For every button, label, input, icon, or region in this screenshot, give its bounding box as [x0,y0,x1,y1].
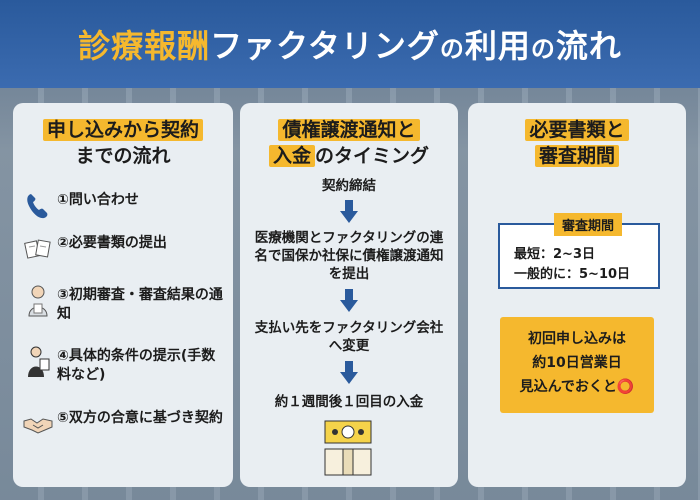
step-label: ⑤双方の合意に基づき契約 [57,410,223,426]
step-label: ②必要書類の提出 [57,235,167,251]
down-arrow-icon [340,361,358,384]
panel-application-flow: 申し込みから契約 までの流れ ①問い合わせ ②必要書類の提出 ③初期審査・審査結… [13,103,233,487]
step-conditions: ④具体的条件の提示(手数料など) [23,346,228,385]
panel1-title: 申し込みから契約 までの流れ [13,117,233,169]
panel-notice-payment-timing: 債権譲渡通知と 入金のタイミング 契約締結 医療機関とファクタリングの連名で国保… [240,103,458,487]
step-contract: ⑤双方の合意に基づき契約 [23,409,228,439]
panel-documents-review-period: 必要書類と 審査期間 審査期間 最短：2~3日 一般的に：5~10日 初回申し込… [468,103,686,487]
down-arrow-icon [340,289,358,312]
step-submit-documents: ②必要書類の提出 [23,234,228,264]
review-period-general: 一般的に：5~10日 [514,267,631,282]
panel3-title: 必要書類と 審査期間 [468,117,686,169]
review-period-label: 審査期間 [554,213,623,236]
flow-step: 医療機関とファクタリングの連名で国保か社保に債権譲渡通知を提出 [254,230,444,282]
panel2-title: 債権譲渡通知と 入金のタイミング [240,117,458,169]
step-label: ③初期審査・審査結果の通知 [57,287,223,322]
page-title: 診療報酬ファクタリングの利用の流れ [78,27,622,65]
step-screening: ③初期審査・審査結果の通知 [23,285,228,324]
first-application-note: 初回申し込みは 約10日営業日 見込んでおくと⭕ [500,317,654,413]
cash-icon [324,420,372,476]
page-header: 診療報酬ファクタリングの利用の流れ [0,0,700,88]
handshake-icon [23,409,53,439]
step-label: ①問い合わせ [57,192,139,208]
documents-icon [23,234,53,264]
presenter-icon [23,346,53,377]
flow-step: 約１週間後１回目の入金 [274,394,424,410]
review-period-box: 審査期間 最短：2~3日 一般的に：5~10日 [498,213,660,289]
phone-icon [23,191,53,221]
reviewer-icon [23,285,53,317]
step-inquiry: ①問い合わせ [23,191,228,221]
flow-step: 契約締結 [322,178,376,194]
flow-step: 支払い先をファクタリング会社へ変更 [254,320,444,354]
step-label: ④具体的条件の提示(手数料など) [57,348,216,383]
down-arrow-icon [340,200,358,223]
review-period-shortest: 最短：2~3日 [514,247,595,262]
